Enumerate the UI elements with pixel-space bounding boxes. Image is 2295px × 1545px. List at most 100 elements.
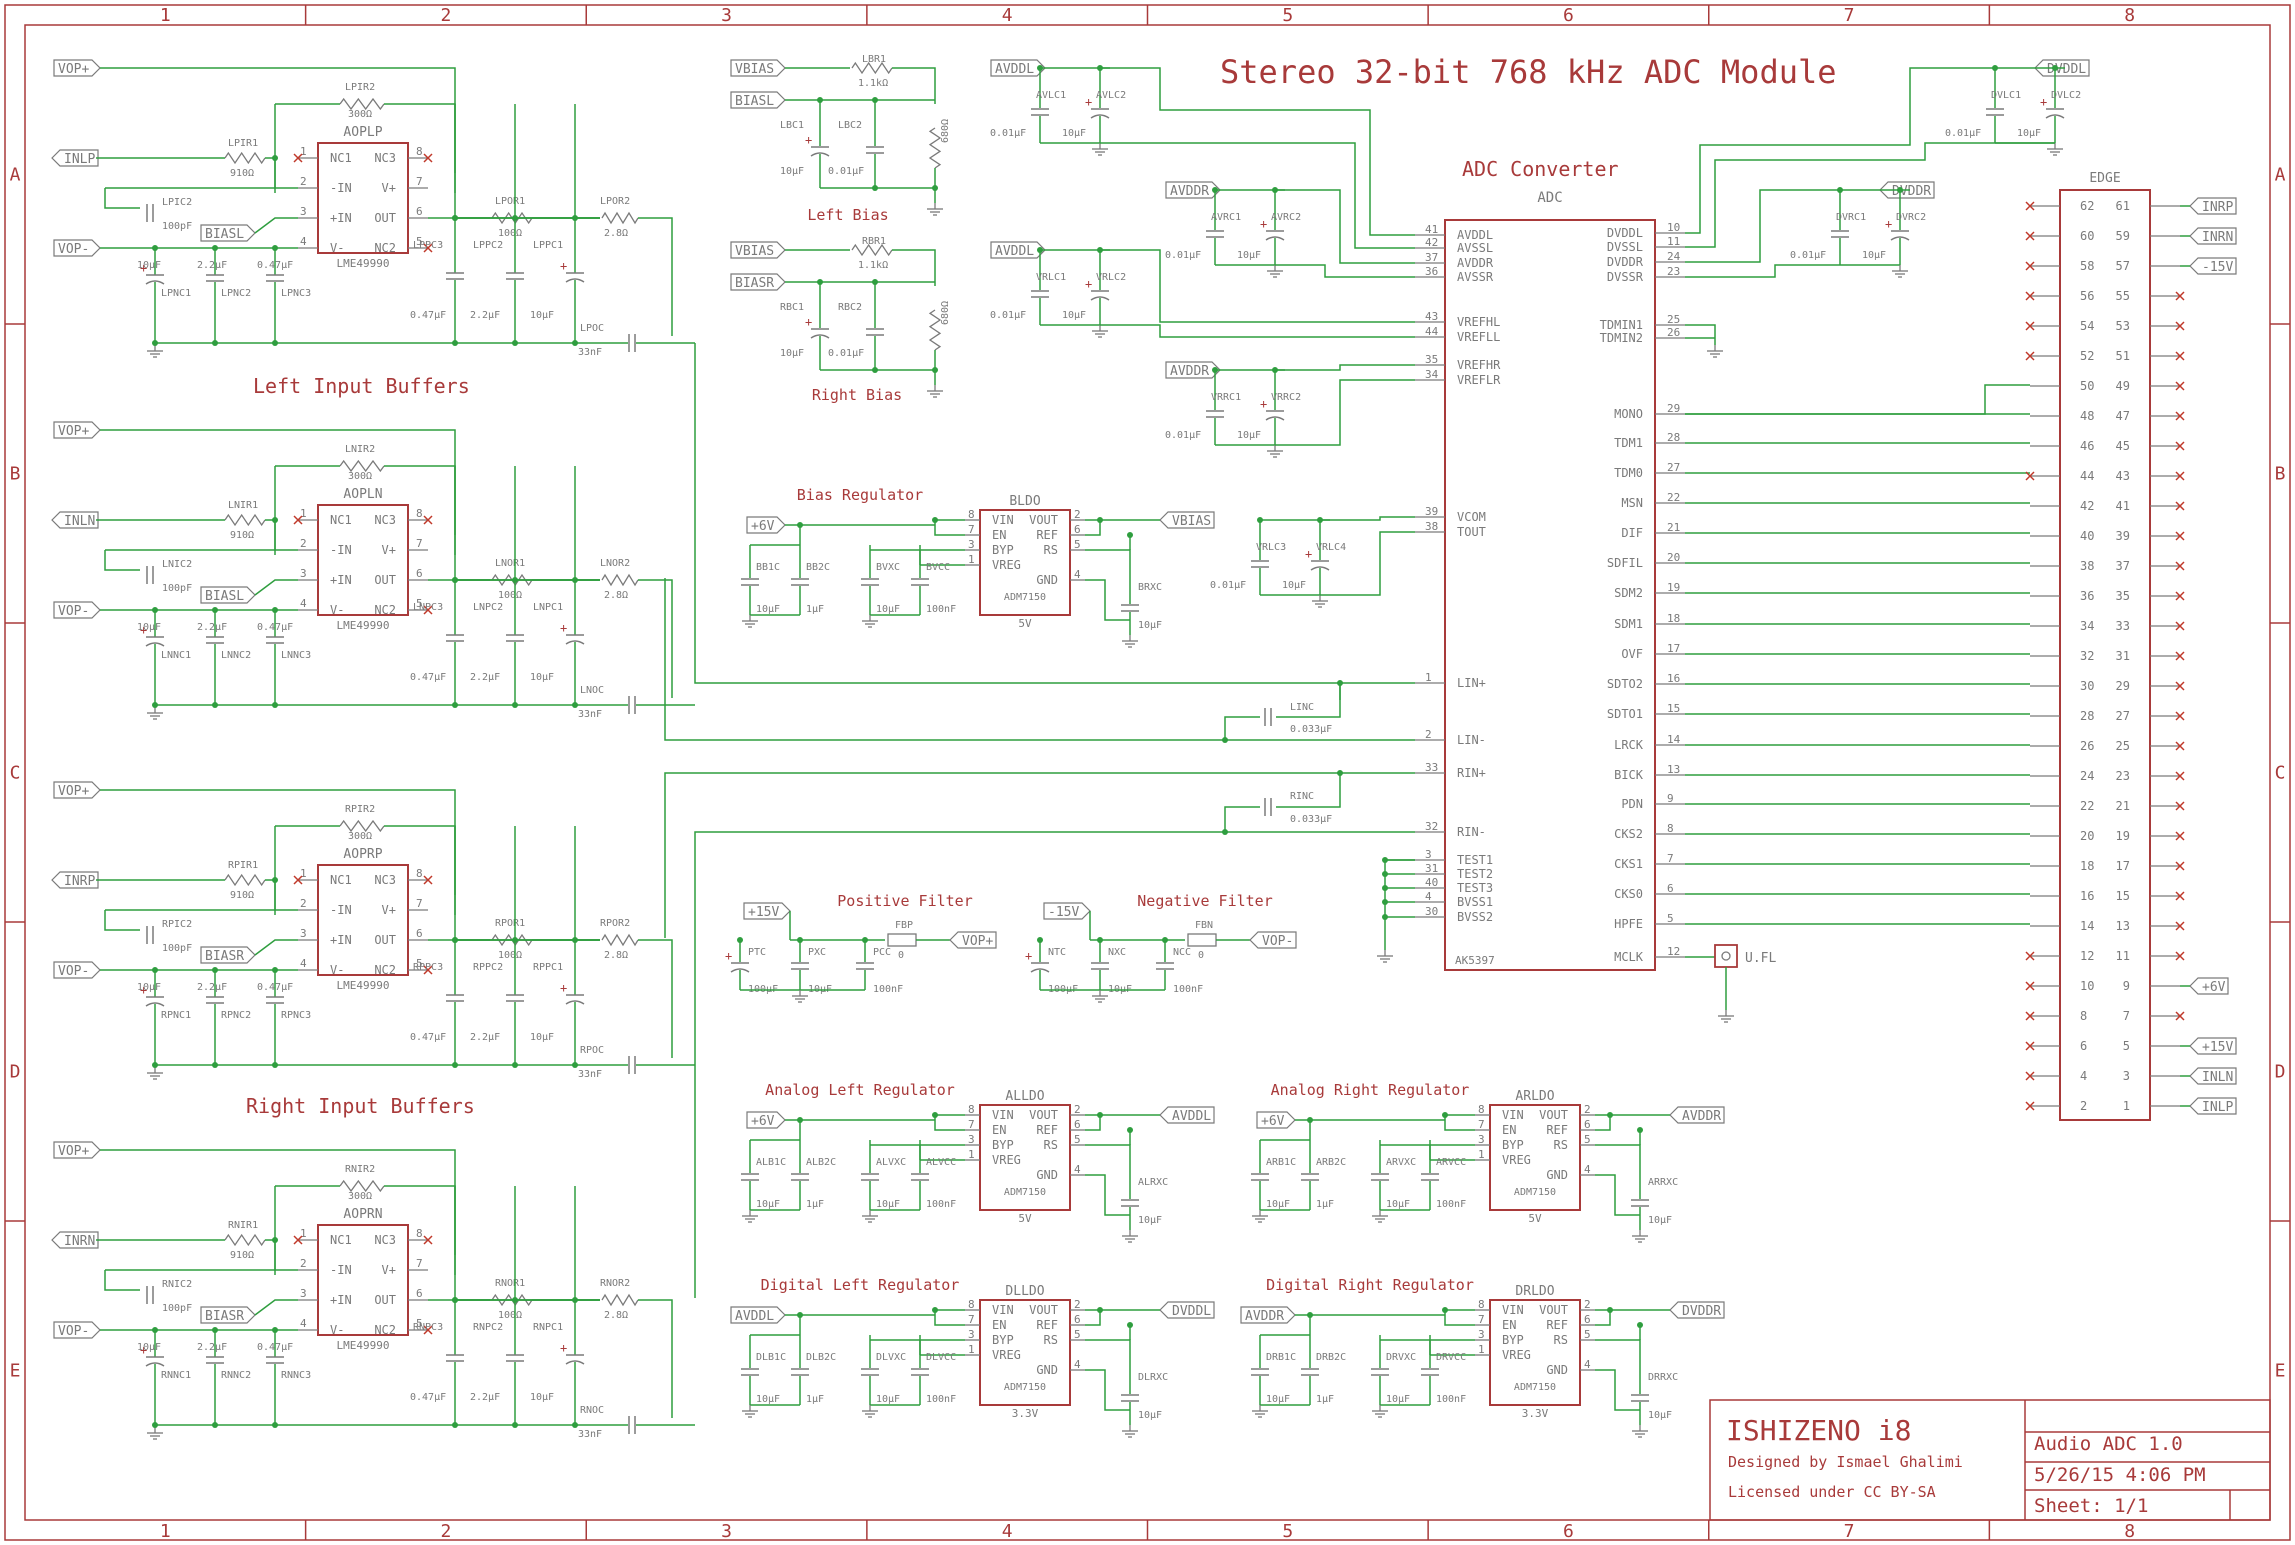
- regulator-pin-name: EN: [1502, 1123, 1516, 1137]
- net-port-label: BIASL: [205, 589, 244, 604]
- capacitor: [791, 578, 809, 586]
- junction-dot: [272, 1237, 278, 1243]
- net-port-label: INRN: [64, 1234, 95, 1249]
- edge-pin-number: 39: [2116, 529, 2130, 543]
- regulator-pin-name: VIN: [992, 1303, 1014, 1317]
- adc-pin-number: 41: [1425, 223, 1438, 236]
- adc-pin-name: VREFHL: [1457, 315, 1500, 329]
- adc-body: [1444, 219, 1656, 971]
- net-port: AVDDL: [990, 241, 1046, 259]
- net-port: VOP-: [1249, 931, 1297, 949]
- capacitor: [791, 1368, 809, 1376]
- junction-dot: [512, 702, 518, 708]
- opamp-pin-name: NC1: [330, 873, 352, 887]
- edge-pin-number: 5: [2123, 1039, 2130, 1053]
- wire: [1595, 1369, 1640, 1411]
- polarity-mark: +: [1085, 95, 1092, 109]
- junction-dot: [1442, 1112, 1448, 1118]
- regulator-pin-number: 7: [1478, 1313, 1485, 1326]
- no-connect-mark: [2175, 891, 2185, 901]
- label: 910Ω: [230, 1250, 254, 1261]
- regulator-pin-name: RS: [1044, 543, 1058, 557]
- label: DLVXC: [876, 1352, 906, 1363]
- label: 100Ω: [498, 228, 522, 239]
- label: RPNC3: [281, 1010, 311, 1021]
- capacitor: [146, 566, 154, 584]
- capacitor: [206, 274, 224, 282]
- regulator-pin-name: BYP: [992, 1138, 1014, 1152]
- label: RNPC2: [473, 1322, 503, 1333]
- regulator-pin-number: 1: [968, 1343, 975, 1356]
- polarized-capacitor: [730, 962, 750, 973]
- wire: [1685, 384, 2030, 415]
- polarized-capacitor: [810, 146, 830, 157]
- left-buffers-title: Left Input Buffers: [253, 374, 470, 398]
- wire: [1320, 531, 1415, 596]
- wire: [1085, 1369, 1130, 1411]
- junction-dot: [797, 1117, 803, 1123]
- ground-symbol: [1312, 595, 1328, 608]
- wire: [1100, 142, 1415, 249]
- opamp-part: LME49990: [337, 257, 390, 270]
- adc-pin-name: CKS2: [1614, 827, 1643, 841]
- label: LNPC3: [413, 602, 443, 613]
- opamp-pin-number: 8: [416, 867, 423, 880]
- net-port-label: INRP: [2202, 200, 2233, 215]
- label: ALVXC: [876, 1157, 906, 1168]
- net-port-label: VBIAS: [735, 244, 774, 259]
- edge-pin-number: 32: [2080, 649, 2094, 663]
- regulator-part: ADM7150: [1514, 1382, 1556, 1393]
- label: 10µF: [530, 310, 554, 321]
- edge-pin-number: 31: [2116, 649, 2130, 663]
- opamp-pin-number: 1: [300, 145, 307, 158]
- right-bias-title: Right Bias: [812, 386, 902, 404]
- adc-pin-name: TDM0: [1614, 466, 1643, 480]
- label: RNNC1: [161, 1370, 191, 1381]
- wire: [265, 1239, 298, 1271]
- ground-symbol: [1718, 1010, 1734, 1023]
- label: ALB1C: [756, 1157, 786, 1168]
- capacitor: [1831, 230, 1849, 238]
- wire: [254, 939, 298, 956]
- junction-dot: [1097, 517, 1103, 523]
- net-port: INLP: [51, 149, 99, 167]
- edge-pin-number: 29: [2116, 679, 2130, 693]
- adc-pin-name: VREFLL: [1457, 330, 1500, 344]
- net-port-label: -15V: [1048, 905, 1079, 920]
- regulator-pin-number: 8: [968, 1298, 975, 1311]
- opamp-pin-number: 4: [300, 235, 307, 248]
- no-connect-mark: [2175, 351, 2185, 361]
- no-connect-mark: [2025, 291, 2035, 301]
- no-connect-mark: [2175, 921, 2185, 931]
- net-port-label: VBIAS: [735, 62, 774, 77]
- capacitor: [206, 1356, 224, 1364]
- label: RNPC3: [413, 1322, 443, 1333]
- regulator-pin-number: 6: [1584, 1118, 1591, 1131]
- label: 300Ω: [348, 831, 372, 842]
- wire: [1276, 773, 1341, 808]
- net-port-label: VBIAS: [1172, 514, 1211, 529]
- label: 10µF: [1266, 1394, 1290, 1405]
- label: DRVXC: [1386, 1352, 1416, 1363]
- junction-dot: [152, 967, 158, 973]
- no-connect-mark: [423, 1325, 433, 1335]
- label: 300Ω: [348, 471, 372, 482]
- regulator-body: [1489, 1299, 1581, 1406]
- label: ARVCC: [1436, 1157, 1466, 1168]
- label: ALVCC: [926, 1157, 956, 1168]
- junction-dot: [1382, 871, 1388, 877]
- label: 10µF: [1386, 1199, 1410, 1210]
- edge-pin-number: 42: [2080, 499, 2094, 513]
- regulator-title: Digital Left Regulator: [761, 1276, 960, 1294]
- label: LBC2: [838, 120, 862, 131]
- regulator-pin-number: 1: [1478, 1343, 1485, 1356]
- adc-pin-number: 43: [1425, 310, 1438, 323]
- wire: [104, 1270, 140, 1291]
- label: 300Ω: [348, 109, 372, 120]
- regulator-pin-number: 5: [1074, 1328, 1081, 1341]
- label: 2.8Ω: [604, 950, 628, 961]
- zone-row-left: B: [10, 464, 21, 485]
- capacitor: [1301, 1173, 1319, 1181]
- regulator-pin-number: 2: [1584, 1103, 1591, 1116]
